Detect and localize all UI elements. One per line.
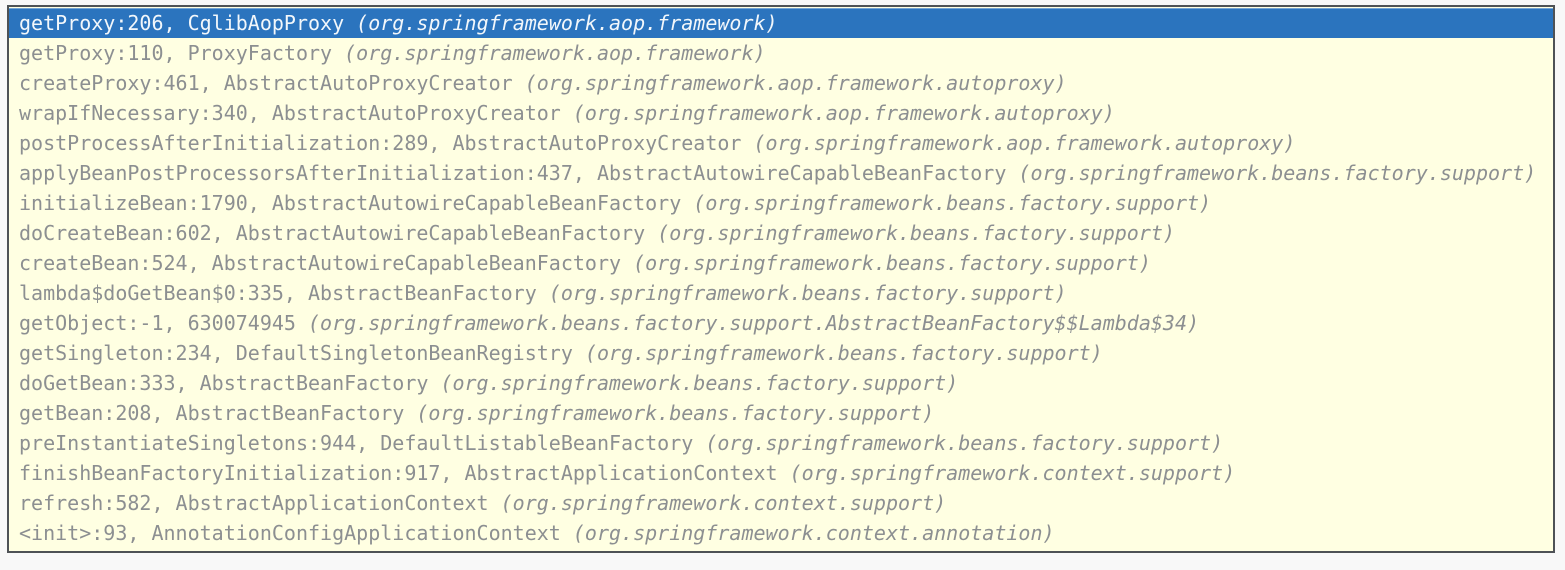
frame-package: (org.springframework.beans.factory.suppo…	[548, 281, 1067, 305]
stack-frame[interactable]: getProxy:110, ProxyFactory (org.springfr…	[9, 38, 1553, 68]
stack-frame[interactable]: getBean:208, AbstractBeanFactory (org.sp…	[9, 398, 1553, 428]
frame-location: lambda$doGetBean$0:335, AbstractBeanFact…	[19, 281, 549, 305]
frame-package: (org.springframework.beans.factory.suppo…	[307, 311, 1200, 335]
stack-frame[interactable]: createBean:524, AbstractAutowireCapableB…	[9, 248, 1553, 278]
frame-location: getObject:-1, 630074945	[19, 311, 308, 335]
stack-frame[interactable]: doCreateBean:602, AbstractAutowireCapabl…	[9, 218, 1553, 248]
frame-package: (org.springframework.beans.factory.suppo…	[584, 341, 1103, 365]
frame-location: initializeBean:1790, AbstractAutowireCap…	[19, 191, 694, 215]
frame-package: (org.springframework.beans.factory.suppo…	[1018, 161, 1537, 185]
frame-package: (org.springframework.context.support)	[789, 461, 1236, 485]
frame-location: getProxy:110, ProxyFactory	[19, 41, 345, 65]
stack-frame[interactable]: initializeBean:1790, AbstractAutowireCap…	[9, 188, 1553, 218]
frame-location: wrapIfNecessary:340, AbstractAutoProxyCr…	[19, 101, 573, 125]
frame-location: <init>:93, AnnotationConfigApplicationCo…	[19, 521, 573, 545]
frame-package: (org.springframework.beans.factory.suppo…	[705, 431, 1224, 455]
frame-package: (org.springframework.beans.factory.suppo…	[416, 401, 935, 425]
frame-location: getProxy:206, CglibAopProxy	[19, 11, 357, 35]
frame-location: doGetBean:333, AbstractBeanFactory	[19, 371, 441, 395]
frame-package: (org.springframework.context.support)	[500, 491, 947, 515]
frame-package: (org.springframework.aop.framework.autop…	[753, 131, 1296, 155]
stack-frame[interactable]: refresh:582, AbstractApplicationContext …	[9, 488, 1553, 518]
frame-package: (org.springframework.aop.framework.autop…	[572, 101, 1115, 125]
frame-package: (org.springframework.aop.framework)	[344, 41, 766, 65]
stack-frame[interactable]: getProxy:206, CglibAopProxy (org.springf…	[9, 8, 1553, 38]
stack-frame[interactable]: wrapIfNecessary:340, AbstractAutoProxyCr…	[9, 98, 1553, 128]
frame-location: refresh:582, AbstractApplicationContext	[19, 491, 501, 515]
frame-package: (org.springframework.aop.framework.autop…	[524, 71, 1067, 95]
stack-frame[interactable]: getObject:-1, 630074945 (org.springframe…	[9, 308, 1553, 338]
frame-location: postProcessAfterInitialization:289, Abst…	[19, 131, 754, 155]
frame-package: (org.springframework.beans.factory.suppo…	[657, 221, 1175, 245]
frame-location: createProxy:461, AbstractAutoProxyCreato…	[19, 71, 525, 95]
frame-location: applyBeanPostProcessorsAfterInitializati…	[19, 161, 1019, 185]
frame-location: getBean:208, AbstractBeanFactory	[19, 401, 417, 425]
frame-package: (org.springframework.beans.factory.suppo…	[693, 191, 1212, 215]
frame-package: (org.springframework.aop.framework)	[356, 11, 778, 35]
frame-location: doCreateBean:602, AbstractAutowireCapabl…	[19, 221, 658, 245]
stack-frame[interactable]: applyBeanPostProcessorsAfterInitializati…	[9, 158, 1553, 188]
frame-package: (org.springframework.context.annotation)	[572, 521, 1055, 545]
stack-frame[interactable]: preInstantiateSingletons:944, DefaultLis…	[9, 428, 1553, 458]
frame-location: preInstantiateSingletons:944, DefaultLis…	[19, 431, 706, 455]
frame-package: (org.springframework.beans.factory.suppo…	[440, 371, 959, 395]
frame-location: createBean:524, AbstractAutowireCapableB…	[19, 251, 634, 275]
stack-frame[interactable]: doGetBean:333, AbstractBeanFactory (org.…	[9, 368, 1553, 398]
stack-frame[interactable]: finishBeanFactoryInitialization:917, Abs…	[9, 458, 1553, 488]
call-stack-panel: getProxy:206, CglibAopProxy (org.springf…	[7, 5, 1555, 553]
frame-location: getSingleton:234, DefaultSingletonBeanRe…	[19, 341, 585, 365]
stack-frame[interactable]: getSingleton:234, DefaultSingletonBeanRe…	[9, 338, 1553, 368]
stack-frame[interactable]: <init>:93, AnnotationConfigApplicationCo…	[9, 518, 1553, 548]
stack-frame[interactable]: createProxy:461, AbstractAutoProxyCreato…	[9, 68, 1553, 98]
stack-frame[interactable]: postProcessAfterInitialization:289, Abst…	[9, 128, 1553, 158]
stack-frame[interactable]: lambda$doGetBean$0:335, AbstractBeanFact…	[9, 278, 1553, 308]
frame-package: (org.springframework.beans.factory.suppo…	[633, 251, 1151, 275]
frame-location: finishBeanFactoryInitialization:917, Abs…	[19, 461, 790, 485]
